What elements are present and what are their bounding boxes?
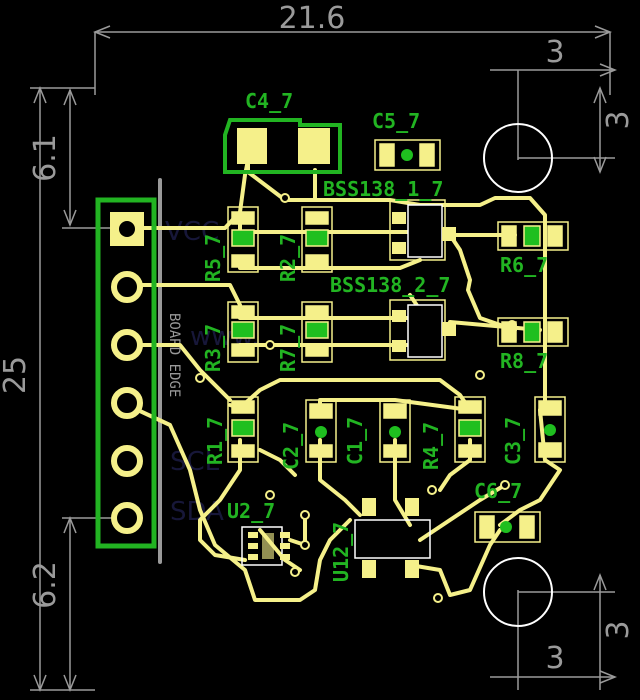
hole-top-y-label: 3 (601, 110, 636, 129)
mounting-hole-top (483, 123, 553, 193)
resistor-footprints (227, 139, 569, 543)
transistor-bss138-2 (389, 299, 456, 361)
round-pad-icon (111, 271, 143, 534)
label-u2: U2_7 (227, 499, 275, 523)
label-r3: R3_7 (201, 324, 225, 372)
hole-top-x-label: 3 (545, 35, 564, 70)
label-c5: C5_7 (372, 109, 420, 133)
label-c4: C4_7 (245, 89, 293, 113)
label-r6: R6_7 (500, 253, 548, 277)
board-edge-label: BOARD EDGE (166, 313, 182, 397)
label-r1: R1_7 (203, 417, 227, 465)
label-c3: C3_7 (501, 417, 525, 465)
dimension-lines (30, 25, 618, 693)
pin-header (95, 197, 157, 549)
hole-bottom-y-label: 3 (601, 620, 636, 639)
label-r2: R2_7 (276, 234, 300, 282)
header-outline (95, 197, 157, 549)
label-c6: C6_7 (474, 479, 522, 503)
height-dimension-label: 25 (0, 356, 33, 394)
label-r5: R5_7 (201, 234, 225, 282)
chip-u2 (241, 526, 290, 566)
label-r7: R7_7 (276, 324, 300, 372)
chip-u12 (354, 498, 431, 578)
mounting-hole-bottom (483, 557, 553, 627)
label-u12: U12_7 (329, 522, 353, 582)
square-pad-icon (110, 212, 144, 246)
bottom-offset-label: 6.2 (28, 561, 63, 609)
label-bss138-2: BSS138_2_7 (330, 273, 450, 297)
label-r8: R8_7 (500, 349, 548, 373)
vias (195, 193, 517, 603)
label-bss138-1: BSS138_1_7 (323, 177, 443, 201)
label-c1: C1_7 (343, 417, 367, 465)
svg-text:SCL: SCL (170, 447, 220, 477)
label-r4: R4_7 (419, 422, 443, 470)
top-offset-label: 6.1 (28, 134, 63, 182)
width-dimension-label: 21.6 (279, 1, 346, 36)
hole-bottom-x-label: 3 (545, 641, 564, 676)
svg-text:VCC: VCC (165, 217, 219, 247)
capacitor-c4 (223, 118, 342, 174)
transistor-bss138-1 (389, 199, 456, 261)
label-c2: C2_7 (279, 422, 303, 470)
